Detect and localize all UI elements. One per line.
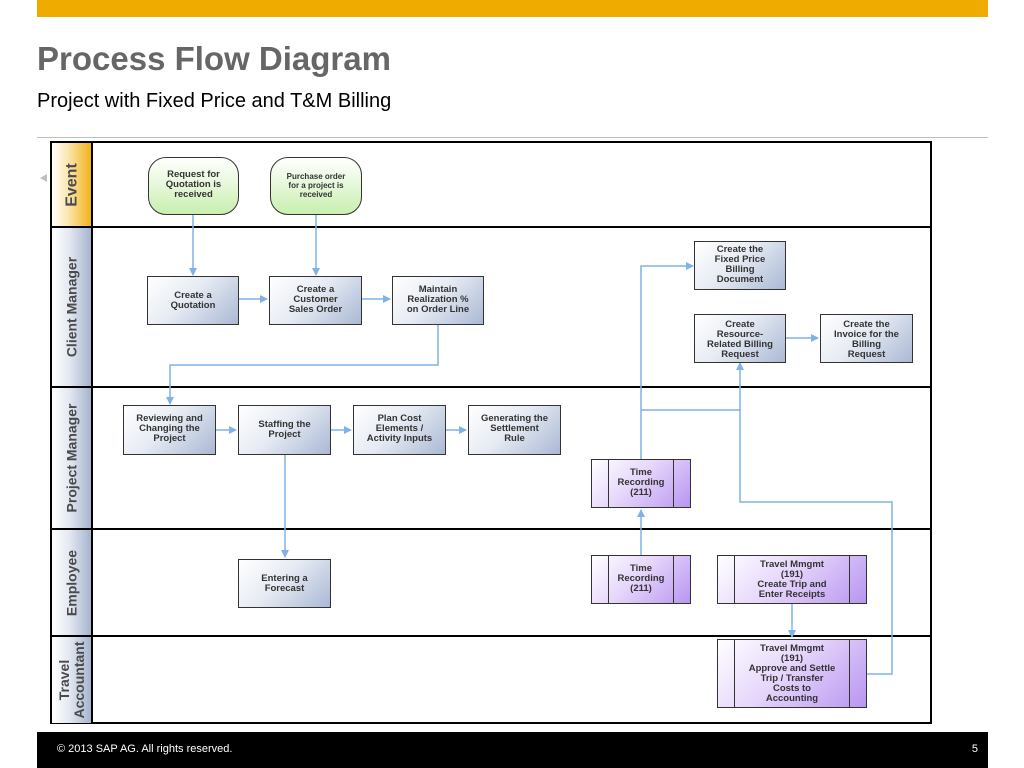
lane-divider <box>50 528 932 530</box>
step-label: Create Resource- Related Billing Request <box>707 319 773 360</box>
lane-travel-accountant: Travel Accountant <box>52 637 93 723</box>
event-label: Purchase order for a project is received <box>286 172 346 199</box>
subprocess-border <box>849 556 850 603</box>
subprocess-travel-create-trip[interactable]: Travel Mmgmt (191) Create Trip and Enter… <box>717 555 867 604</box>
lane-label-client-manager: Client Manager <box>63 256 79 358</box>
lane-label-project-manager: Project Manager <box>63 403 79 513</box>
subprocess-border <box>608 460 609 507</box>
lane-label-event: Event <box>63 162 80 207</box>
diagram-frame <box>50 141 932 724</box>
step-label: Create the Invoice for the Billing Reque… <box>834 319 899 360</box>
step-label: Create a Customer Sales Order <box>288 284 343 315</box>
lane-label-travel-accountant: Travel Accountant <box>55 641 87 719</box>
step-label: Maintain Realization % on Order Line <box>406 284 470 315</box>
lane-divider <box>50 386 932 388</box>
step-resource-related-billing[interactable]: Create Resource- Related Billing Request <box>694 314 786 363</box>
step-review-project[interactable]: Reviewing and Changing the Project <box>123 405 216 455</box>
step-plan-cost-elements[interactable]: Plan Cost Elements / Activity Inputs <box>353 405 446 455</box>
subprocess-border <box>849 640 850 707</box>
subprocess-border <box>673 460 674 507</box>
lane-project-manager: Project Manager <box>52 388 93 528</box>
subprocess-time-recording-employee[interactable]: Time Recording (211) <box>591 555 691 604</box>
subprocess-border <box>673 556 674 603</box>
subprocess-travel-approve-settle[interactable]: Travel Mmgmt (191) Approve and Settle Tr… <box>717 639 867 708</box>
step-label: Generating the Settlement Rule <box>480 413 549 444</box>
step-maintain-realization[interactable]: Maintain Realization % on Order Line <box>392 276 484 325</box>
subprocess-border <box>608 556 609 603</box>
lane-employee: Employee <box>52 530 93 635</box>
step-create-quotation[interactable]: Create a Quotation <box>147 276 239 325</box>
step-fixed-price-billing[interactable]: Create the Fixed Price Billing Document <box>694 241 786 290</box>
accent-bar <box>37 0 988 17</box>
step-entering-forecast[interactable]: Entering a Forecast <box>238 559 331 608</box>
step-create-invoice[interactable]: Create the Invoice for the Billing Reque… <box>820 314 913 363</box>
subprocess-label: Time Recording (211) <box>617 563 665 594</box>
back-arrow-icon[interactable] <box>40 174 47 182</box>
subprocess-time-recording-pm[interactable]: Time Recording (211) <box>591 459 691 508</box>
event-label: Request for Quotation is received <box>165 169 222 200</box>
page-number: 5 <box>971 743 978 755</box>
footer-bar: © 2013 SAP AG. All rights reserved. 5 <box>37 732 988 768</box>
lane-client-manager: Client Manager <box>52 228 93 386</box>
step-label: Reviewing and Changing the Project <box>136 413 203 444</box>
step-label: Create the Fixed Price Billing Document <box>714 244 766 285</box>
subprocess-border <box>734 640 735 707</box>
subprocess-label: Travel Mmgmt (191) Create Trip and Enter… <box>757 559 827 600</box>
page-subtitle: Project with Fixed Price and T&M Billing <box>37 90 392 112</box>
lane-event: Event <box>52 143 93 226</box>
subprocess-label: Time Recording (211) <box>617 467 665 498</box>
step-label: Staffing the Project <box>258 419 311 440</box>
step-staffing-project[interactable]: Staffing the Project <box>238 405 331 455</box>
step-label: Plan Cost Elements / Activity Inputs <box>366 413 433 444</box>
event-rfq-received[interactable]: Request for Quotation is received <box>148 157 239 215</box>
step-label: Entering a Forecast <box>261 573 308 594</box>
step-create-sales-order[interactable]: Create a Customer Sales Order <box>269 276 362 325</box>
copyright-text: © 2013 SAP AG. All rights reserved. <box>57 743 233 755</box>
lane-divider <box>50 226 932 228</box>
lane-label-employee: Employee <box>63 549 79 616</box>
step-settlement-rule[interactable]: Generating the Settlement Rule <box>468 405 561 455</box>
lane-divider <box>50 635 932 637</box>
page-title: Process Flow Diagram <box>37 40 391 77</box>
title-divider <box>37 137 988 138</box>
subprocess-label: Travel Mmgmt (191) Approve and Settle Tr… <box>748 643 836 704</box>
event-po-received[interactable]: Purchase order for a project is received <box>270 157 362 215</box>
subprocess-border <box>734 556 735 603</box>
step-label: Create a Quotation <box>170 290 216 311</box>
